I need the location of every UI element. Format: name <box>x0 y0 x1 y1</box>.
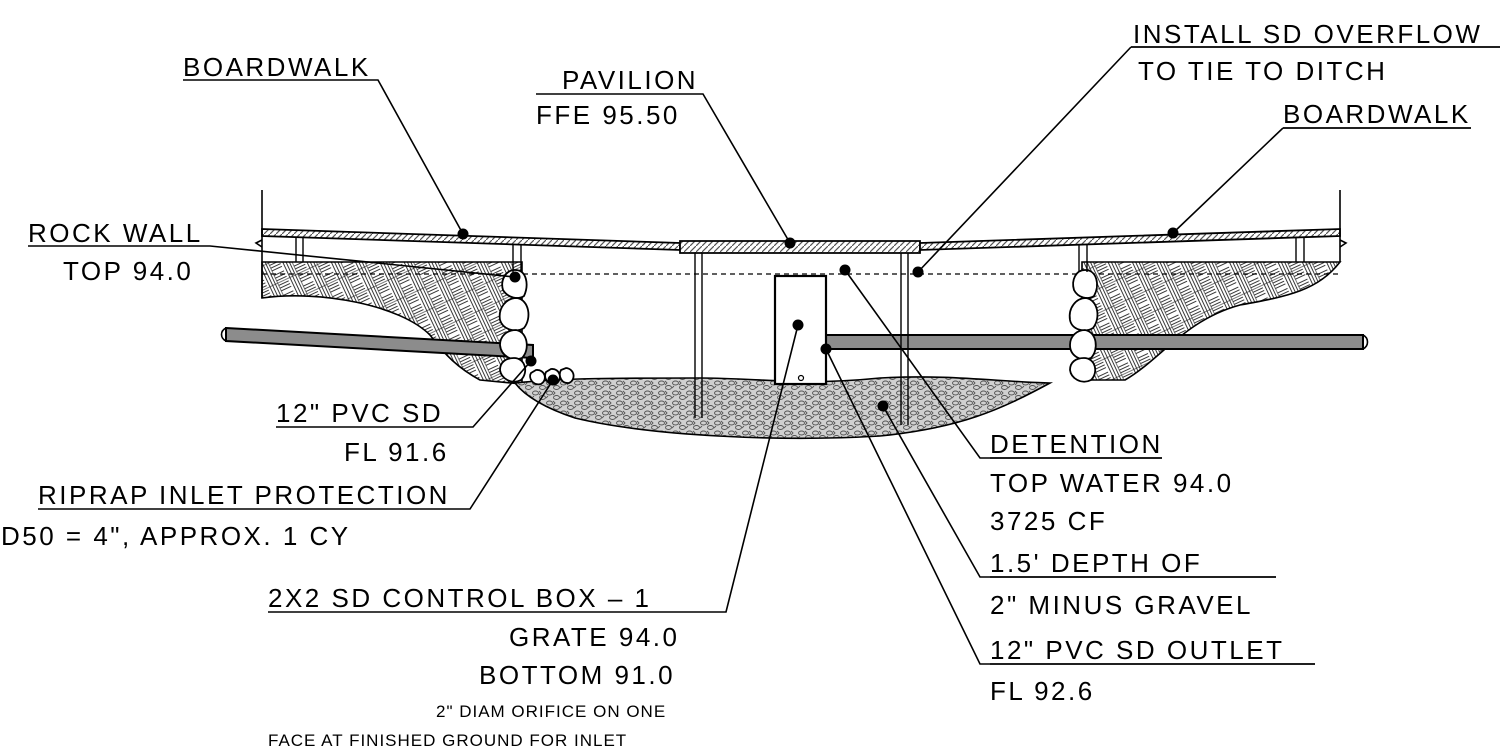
callout-dots <box>457 227 1179 412</box>
label-detention-water: TOP WATER 94.0 <box>990 468 1234 498</box>
support-posts <box>295 236 1305 425</box>
label-riprap: RIPRAP INLET PROTECTION <box>38 480 450 510</box>
label-gravel-type: 2" MINUS GRAVEL <box>990 590 1253 620</box>
right-rock-wall <box>1068 269 1099 383</box>
label-pvc-inlet-fl: FL 91.6 <box>344 437 449 467</box>
pavilion-deck <box>679 240 921 254</box>
gravel-bed <box>513 376 1054 440</box>
right-soil-fill <box>1081 261 1342 381</box>
label-boardwalk-left: BOARDWALK <box>183 52 371 82</box>
boardwalk-left-deck <box>261 228 681 251</box>
label-control-box: 2X2 SD CONTROL BOX – 1 <box>268 583 651 613</box>
label-underlines <box>990 46 1500 665</box>
control-box <box>773 274 828 386</box>
label-boardwalk-right: BOARDWALK <box>1283 99 1471 129</box>
label-orifice-line2: FACE AT FINISHED GROUND FOR INLET <box>268 731 627 750</box>
label-rock-wall-top: TOP 94.0 <box>63 256 193 286</box>
label-rock-wall: ROCK WALL <box>28 218 203 248</box>
left-soil-fill <box>261 261 523 385</box>
outlet-pipe-break <box>1362 334 1369 350</box>
label-pvc-outlet: 12" PVC SD OUTLET <box>990 635 1284 665</box>
left-rock-wall <box>498 269 575 386</box>
leader-lines <box>28 46 1500 665</box>
inlet-pipe-break <box>220 327 227 342</box>
label-riprap-detail: D50 = 4", APPROX. 1 CY <box>1 521 351 551</box>
label-gravel-depth: 1.5' DEPTH OF <box>990 548 1202 578</box>
label-detention-volume: 3725 CF <box>990 506 1107 536</box>
label-pavilion: PAVILION <box>562 65 698 95</box>
label-install-overflow: INSTALL SD OVERFLOW <box>1133 19 1482 49</box>
label-pavilion-ffe: FFE 95.50 <box>536 100 680 130</box>
label-tie-to-ditch: TO TIE TO DITCH <box>1138 56 1387 86</box>
section-end-breaks <box>254 190 1348 298</box>
orifice <box>797 374 805 382</box>
label-pvc-outlet-fl: FL 92.6 <box>990 676 1095 706</box>
label-control-box-bottom: BOTTOM 91.0 <box>479 660 675 690</box>
boardwalk-right-deck <box>919 228 1341 251</box>
label-detention: DETENTION <box>990 429 1163 459</box>
label-pvc-inlet: 12" PVC SD <box>276 398 443 428</box>
label-orifice-line1: 2" DIAM ORIFICE ON ONE <box>436 702 666 721</box>
label-control-box-grate: GRATE 94.0 <box>509 622 679 652</box>
